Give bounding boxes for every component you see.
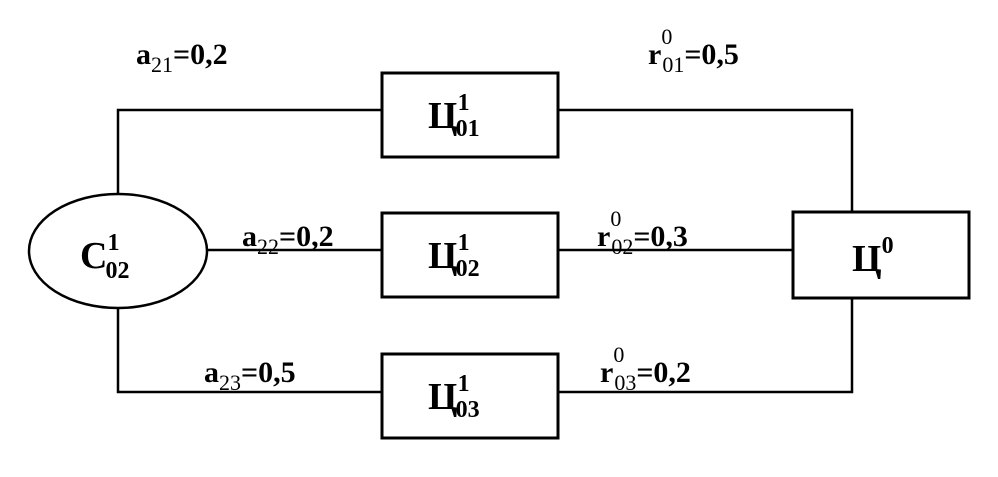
center3-box (380, 352, 560, 440)
a23-sub: 23 (219, 370, 241, 395)
center2-letter: Ц (428, 235, 458, 277)
r02-sup: 0 (610, 206, 621, 231)
r02-letter: r (597, 220, 610, 253)
source-sup: 1 (107, 230, 119, 256)
sink-label: Ц0 (852, 233, 894, 280)
source-sub: 02 (105, 258, 129, 284)
edge-center1-to-sink (558, 108, 854, 212)
r02-sub: 02 (611, 234, 633, 259)
center3-sup: 1 (458, 371, 470, 397)
r03-sup: 0 (613, 342, 624, 367)
center3-sub: 03 (456, 397, 480, 423)
sink-sup: 0 (882, 233, 894, 259)
r01-sub: 01 (662, 52, 684, 77)
center2-box (380, 211, 560, 299)
r01-letter: r (648, 38, 661, 71)
r03-sub: 03 (614, 370, 636, 395)
center2-sub: 02 (456, 256, 480, 282)
source-letter: С (80, 235, 107, 277)
a23-value: =0,5 (241, 356, 296, 389)
a21-value: =0,2 (173, 38, 228, 71)
a22-sub: 22 (257, 234, 279, 259)
center1-sup: 1 (458, 90, 470, 116)
center3-letter: Ц (428, 376, 458, 418)
a23-letter: a (204, 356, 219, 389)
r03-value: =0,2 (636, 356, 691, 389)
a21-sub: 21 (151, 52, 173, 77)
edge-label-a22: a22=0,2 (242, 220, 334, 259)
r01-sup: 0 (661, 24, 672, 49)
sink-node: Ц0 (791, 210, 971, 300)
a22-value: =0,2 (279, 220, 334, 253)
r02-value: =0,3 (633, 220, 688, 253)
r03-letter: r (600, 356, 613, 389)
edge-label-r02: r0 02=0,3 (597, 206, 688, 259)
source-ellipse (27, 192, 209, 310)
r01-value: =0,5 (684, 38, 739, 71)
connection-lines (116, 108, 854, 394)
a21-letter: a (136, 38, 151, 71)
a22-letter: a (242, 220, 257, 253)
sink-box (791, 210, 971, 300)
edge-source-to-center1 (116, 108, 382, 195)
center2-sup: 1 (458, 230, 470, 256)
edge-label-r01: r0 01=0,5 (648, 24, 739, 77)
edge-source-to-center3 (116, 308, 382, 394)
sink-letter: Ц (852, 238, 882, 280)
center1-letter: Ц (428, 95, 458, 137)
edge-label-r03: r0 03=0,2 (600, 342, 691, 395)
edge-label-a23: a23=0,5 (204, 356, 296, 395)
edge-label-a21: a21=0,2 (136, 38, 228, 77)
edge-center3-to-sink (558, 298, 854, 394)
center1-sub: 01 (456, 116, 480, 142)
center1-box (380, 71, 560, 159)
